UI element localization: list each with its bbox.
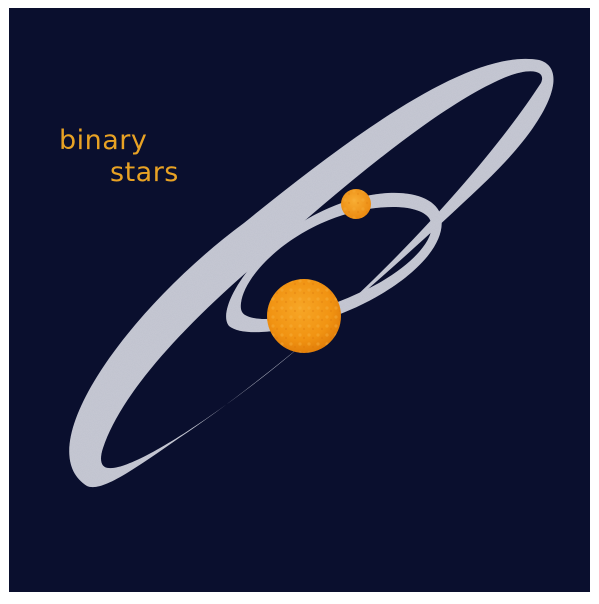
diagram-canvas: binary stars: [9, 8, 590, 592]
large-orbit: [69, 59, 553, 487]
small-star: [341, 189, 371, 219]
title-line-binary: binary: [59, 126, 147, 156]
title-line-stars: stars: [110, 158, 179, 188]
large-star: [267, 279, 341, 353]
binary-stars-diagram: [9, 8, 590, 592]
